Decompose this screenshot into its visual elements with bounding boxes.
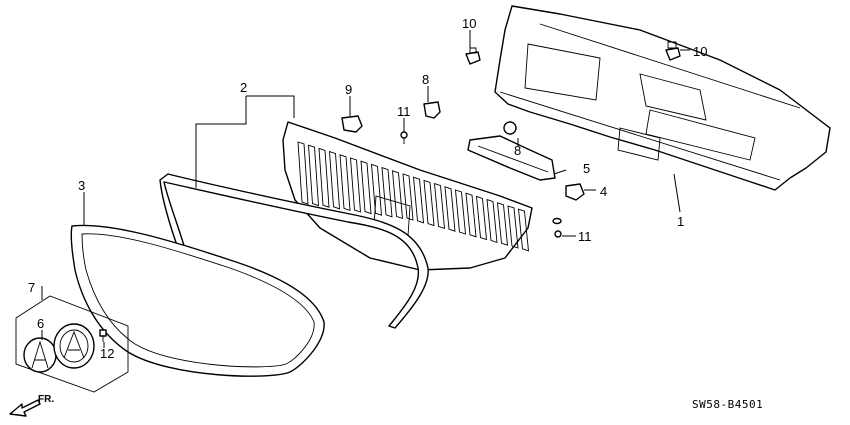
- grille-slat: [507, 205, 519, 249]
- screw-part-11-left: [400, 131, 408, 144]
- grille-slat: [433, 182, 446, 230]
- grille-slat: [360, 160, 372, 215]
- callout-3: 3: [78, 178, 85, 193]
- molding-part: [159, 173, 429, 329]
- callout-11-right: 11: [578, 229, 592, 244]
- grille-slat: [308, 144, 319, 207]
- grille-slat: [423, 179, 435, 227]
- grille-slat: [486, 198, 498, 244]
- grille-slats: [297, 141, 530, 252]
- bracket-part: [467, 135, 556, 181]
- grille-slat: [329, 150, 340, 210]
- grille-slat: [496, 202, 509, 246]
- clip-part-8-top: [423, 101, 441, 119]
- callout-6: 6: [37, 316, 44, 331]
- front-direction-indicator: FR.: [9, 394, 54, 417]
- upper-cover-part: [494, 5, 831, 191]
- grille-slat: [370, 163, 383, 216]
- diagram-code: SW58-B4501: [692, 398, 763, 411]
- callout-12: 12: [100, 346, 114, 361]
- front-arrow-icon: [9, 399, 41, 417]
- grille-slat: [444, 186, 456, 232]
- emblem-part: [23, 337, 57, 373]
- grille-part: [282, 121, 533, 271]
- callout-2: 2: [240, 80, 247, 95]
- clip-part-8-mid: [503, 121, 517, 135]
- screw-part-11-right: [552, 217, 562, 238]
- emblem-assembly: [15, 295, 129, 393]
- callouts: 1 2 3 4 5 6 7 8 8 9 10 10 11 11 12: [28, 16, 707, 361]
- clip-part-4: [565, 183, 585, 201]
- callout-11-left: 11: [397, 104, 411, 119]
- callout-7: 7: [28, 280, 35, 295]
- grille-slat: [297, 141, 309, 205]
- clip-part-9: [341, 115, 363, 133]
- leader-lines: [41, 30, 690, 348]
- callout-9: 9: [345, 82, 352, 97]
- emblem-base-part: [53, 323, 95, 369]
- grille-slat: [454, 189, 467, 235]
- grille-slat: [517, 208, 530, 252]
- callout-10-left: 10: [462, 16, 476, 31]
- callout-8-mid: 8: [514, 143, 521, 158]
- grille-slat: [349, 157, 362, 213]
- grille-slat: [412, 176, 425, 224]
- emblem-screw-part: [99, 329, 107, 342]
- callout-4: 4: [600, 184, 607, 199]
- grille-slat: [381, 166, 393, 218]
- grille-slat: [465, 192, 477, 238]
- gasket-part: [70, 224, 325, 377]
- callout-5: 5: [583, 161, 590, 176]
- callout-8-top: 8: [422, 72, 429, 87]
- callout-1: 1: [677, 214, 684, 229]
- callout-10-right: 10: [693, 44, 707, 59]
- grille-slat: [475, 195, 488, 241]
- grille-slat: [339, 154, 351, 212]
- grille-slat: [402, 173, 414, 221]
- bolt-part-10-left: [465, 47, 481, 65]
- grille-slat: [318, 147, 330, 208]
- bolt-part-10-right: [665, 41, 681, 61]
- front-label: FR.: [38, 394, 54, 405]
